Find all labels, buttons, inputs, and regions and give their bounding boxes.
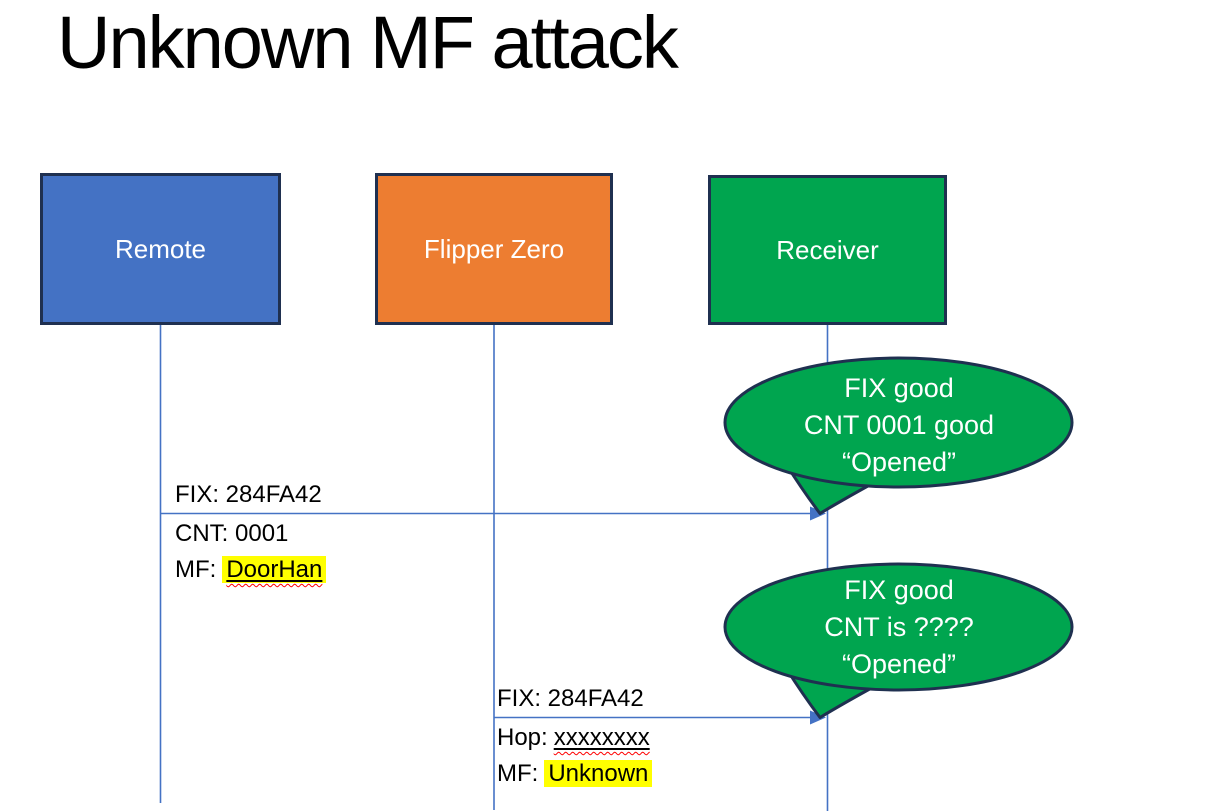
callout-2-line-2: CNT is ???? — [824, 612, 974, 642]
message-2-label-above: FIX: 284FA42 — [497, 685, 644, 712]
message-2-arrow — [494, 710, 826, 725]
callout-1-line-2: CNT 0001 good — [803, 410, 995, 440]
message-2-mf-value-highlight: Unknown — [544, 760, 653, 787]
message-2-hop-squiggle-wrap: xxxxxxxx — [554, 724, 650, 751]
callout-1-line-3: “Opened” — [841, 447, 957, 477]
actor-box-flipper-zero: Flipper Zero — [375, 173, 613, 325]
message-1-cnt-line: CNT: 0001 — [175, 520, 289, 547]
callout-2-line-1: FIX good — [844, 575, 954, 605]
message-2-hop-prefix: Hop: — [497, 724, 548, 751]
message-1-arrow — [160, 506, 826, 521]
message-2-label-below: Hop:xxxxxxxx MF:Unknown — [497, 720, 653, 792]
message-1-mf-value-highlight: DoorHan — [222, 556, 327, 583]
callout-1-line-1: FIX good — [844, 373, 954, 403]
message-1-mf-prefix: MF: — [175, 556, 217, 583]
callout-2-line-3: “Opened” — [841, 649, 957, 679]
actor-label-flipper-zero: Flipper Zero — [423, 233, 565, 264]
message-1-label-below: CNT: 0001 MF:DoorHan — [175, 516, 327, 588]
message-1-label-above: FIX: 284FA42 — [175, 481, 322, 508]
message-1-arrowhead — [810, 506, 826, 521]
callout-1-text: FIX good CNT 0001 good “Opened” — [725, 370, 1073, 481]
message-2-arrowhead — [810, 710, 826, 725]
message-1-mf-squiggle-wrap: DoorHan — [222, 556, 327, 583]
message-2-hop-line: Hop:xxxxxxxx — [497, 720, 652, 756]
message-2-mf-value-wrap: Unknown — [544, 760, 653, 787]
message-2-hop-value: xxxxxxxx — [553, 724, 650, 751]
message-2-mf-line: MF:Unknown — [497, 756, 653, 792]
actor-box-remote: Remote — [40, 173, 281, 325]
callout-bubble-1 — [723, 356, 1074, 515]
callout-2-text: FIX good CNT is ???? “Opened” — [725, 572, 1073, 683]
actor-box-receiver: Receiver — [708, 175, 947, 325]
callout-1-ellipse — [723, 356, 1074, 489]
message-2-mf-prefix: MF: — [497, 760, 539, 787]
actor-label-receiver: Receiver — [776, 234, 879, 265]
message-1-mf-line: MF:DoorHan — [175, 552, 327, 588]
callout-bubble-2 — [723, 562, 1074, 719]
callout-2-ellipse — [723, 562, 1074, 692]
actor-label-remote: Remote — [114, 233, 207, 264]
slide-title: Unknown MF attack — [57, 1, 679, 84]
